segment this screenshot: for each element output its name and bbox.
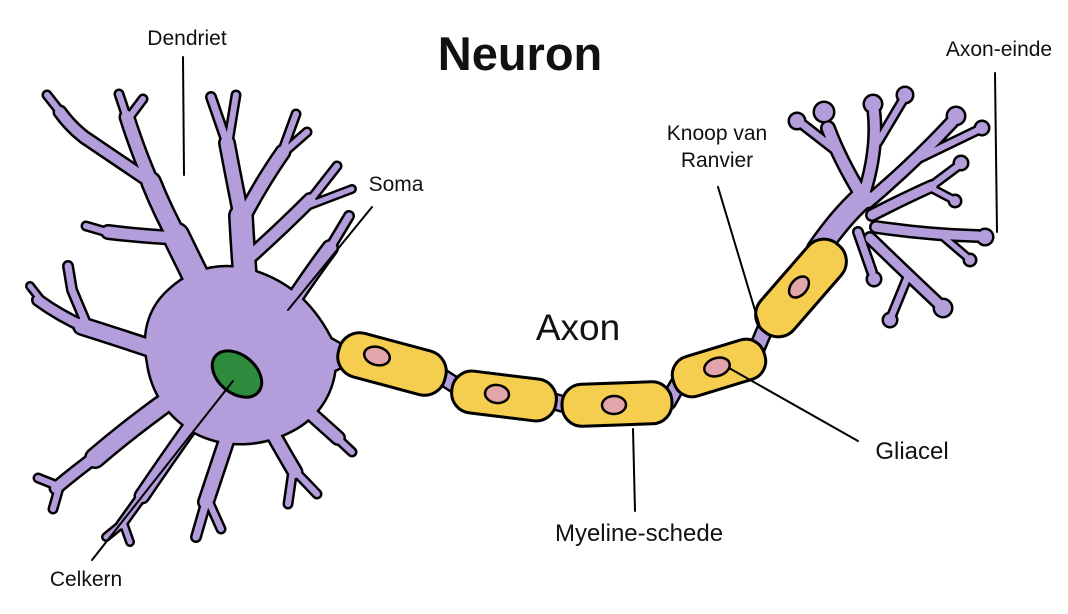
- soma-leader-line: [287, 206, 373, 311]
- label-node-of-ranvier-line2: Ranvier: [681, 149, 753, 172]
- diagram-title: Neuron: [438, 27, 603, 80]
- glial-nuclei: [362, 275, 811, 416]
- glial-nucleus: [600, 394, 628, 416]
- leader-lines: [91, 56, 998, 561]
- label-soma: Soma: [369, 173, 424, 196]
- label-cell-nucleus: Celkern: [50, 568, 122, 591]
- myelin-leader-line: [632, 428, 636, 512]
- label-glial-cell: Gliacel: [875, 438, 948, 465]
- dendrite-leader-line: [182, 56, 185, 176]
- label-axon-terminal: Axon-einde: [946, 38, 1052, 61]
- label-node-of-ranvier-line1: Knoop van: [667, 122, 767, 145]
- cell-nucleus: [210, 349, 264, 399]
- glial-nucleus: [703, 356, 731, 378]
- glial-nucleus: [483, 383, 511, 405]
- glial-nucleus: [787, 275, 811, 299]
- glial-nucleus: [362, 345, 392, 367]
- label-axon: Axon: [536, 307, 620, 348]
- cell-nucleus-leader-line: [91, 380, 234, 561]
- glial-cell-leader-line: [728, 367, 859, 442]
- myelin-segment: [336, 331, 448, 397]
- axon-terminal-leader-line: [994, 72, 998, 233]
- label-dendrite: Dendriet: [147, 27, 227, 50]
- node-of-ranvier-leader-line: [717, 186, 761, 328]
- label-myelin-sheath: Myeline-schede: [555, 520, 723, 547]
